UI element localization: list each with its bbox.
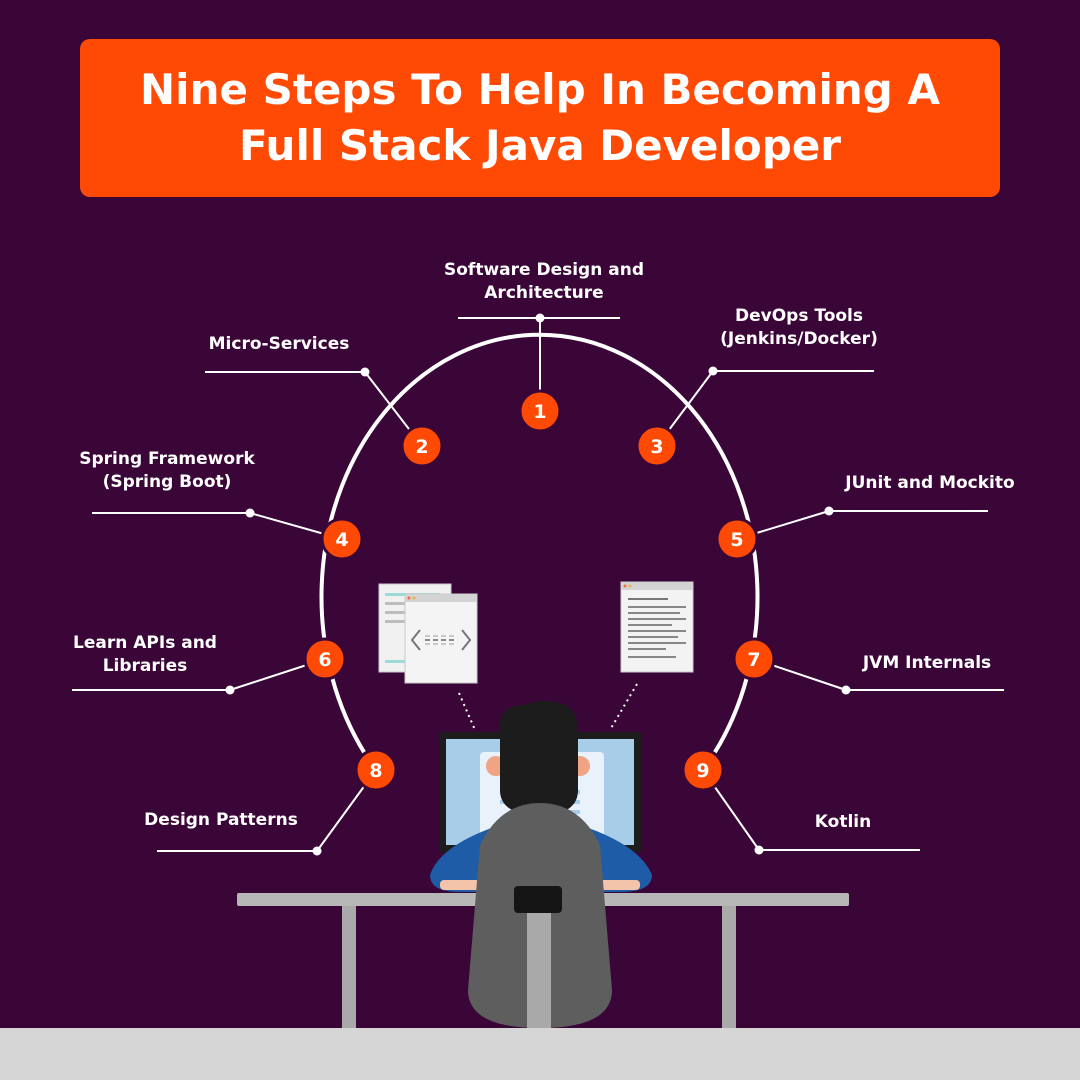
- connector-dot-6: [225, 685, 235, 695]
- connectors-layer: [72, 313, 1004, 856]
- step-marker-5: [715, 517, 759, 561]
- step-number-5: 5: [730, 529, 743, 551]
- floor: [0, 1028, 1080, 1080]
- chair-icon: [468, 803, 612, 1028]
- dotted-leader-right: [609, 683, 638, 731]
- step-marker-9: [681, 748, 725, 792]
- step-number-8: 8: [369, 760, 382, 782]
- step-number-1: 1: [533, 401, 546, 423]
- step-marker-1: [518, 389, 562, 433]
- step-label-line: DevOps Tools: [734, 306, 864, 326]
- connector-dot-1: [535, 313, 545, 323]
- title-line-1: Nine Steps To Help In Becoming A: [140, 65, 940, 114]
- step-label-line: Learn APIs and: [73, 633, 217, 653]
- connector-dot-5: [824, 506, 834, 516]
- step-marker-7: [732, 637, 776, 681]
- step-number-4: 4: [335, 529, 348, 551]
- step-label-line: Kotlin: [814, 812, 872, 832]
- step-number-2: 2: [415, 436, 428, 458]
- step-label-line: Libraries: [102, 656, 188, 676]
- step-label-3: DevOps Tools (Jenkins/Docker): [720, 305, 878, 351]
- markers-layer: 1 2 3 4 5 6 7 8 9: [303, 389, 776, 792]
- code-window-icon: [378, 583, 478, 684]
- step-label-line: (Jenkins/Docker): [720, 329, 878, 349]
- step-marker-3: [635, 424, 679, 468]
- step-label-line: JVM Internals: [862, 653, 992, 673]
- step-label-7: JVM Internals: [863, 652, 991, 675]
- step-label-line: (Spring Boot): [102, 472, 232, 492]
- connector-dot-4: [245, 508, 255, 518]
- step-label-line: Spring Framework: [79, 449, 255, 469]
- step-label-8: Design Patterns: [144, 809, 298, 832]
- step-marker-6: [303, 637, 347, 681]
- step-label-line: Design Patterns: [144, 810, 298, 830]
- step-marker-8: [354, 748, 398, 792]
- connector-dot-2: [360, 367, 370, 377]
- step-label-line: Software Design and: [444, 260, 644, 280]
- connector-dot-3: [708, 366, 718, 376]
- connector-dot-8: [312, 846, 322, 856]
- dotted-leader-left: [458, 692, 476, 731]
- step-number-7: 7: [747, 649, 760, 671]
- title-line-2: Full Stack Java Developer: [238, 121, 842, 170]
- step-number-3: 3: [650, 436, 663, 458]
- step-label-2: Micro-Services: [209, 333, 350, 356]
- title-banner: Nine Steps To Help In Becoming A Full St…: [80, 39, 1000, 197]
- step-label-line: Architecture: [484, 283, 604, 303]
- step-marker-4: [320, 517, 364, 561]
- step-label-4: Spring Framework (Spring Boot): [79, 448, 255, 494]
- document-window-icon: [620, 581, 694, 673]
- connector-dot-7: [841, 685, 851, 695]
- step-label-line: JUnit and Mockito: [845, 473, 1015, 493]
- step-label-line: Micro-Services: [208, 334, 350, 354]
- step-label-5: JUnit and Mockito: [845, 472, 1014, 495]
- step-number-6: 6: [318, 649, 331, 671]
- connector-dot-9: [754, 845, 764, 855]
- step-number-9: 9: [696, 760, 709, 782]
- step-marker-2: [400, 424, 444, 468]
- step-label-9: Kotlin: [815, 811, 871, 834]
